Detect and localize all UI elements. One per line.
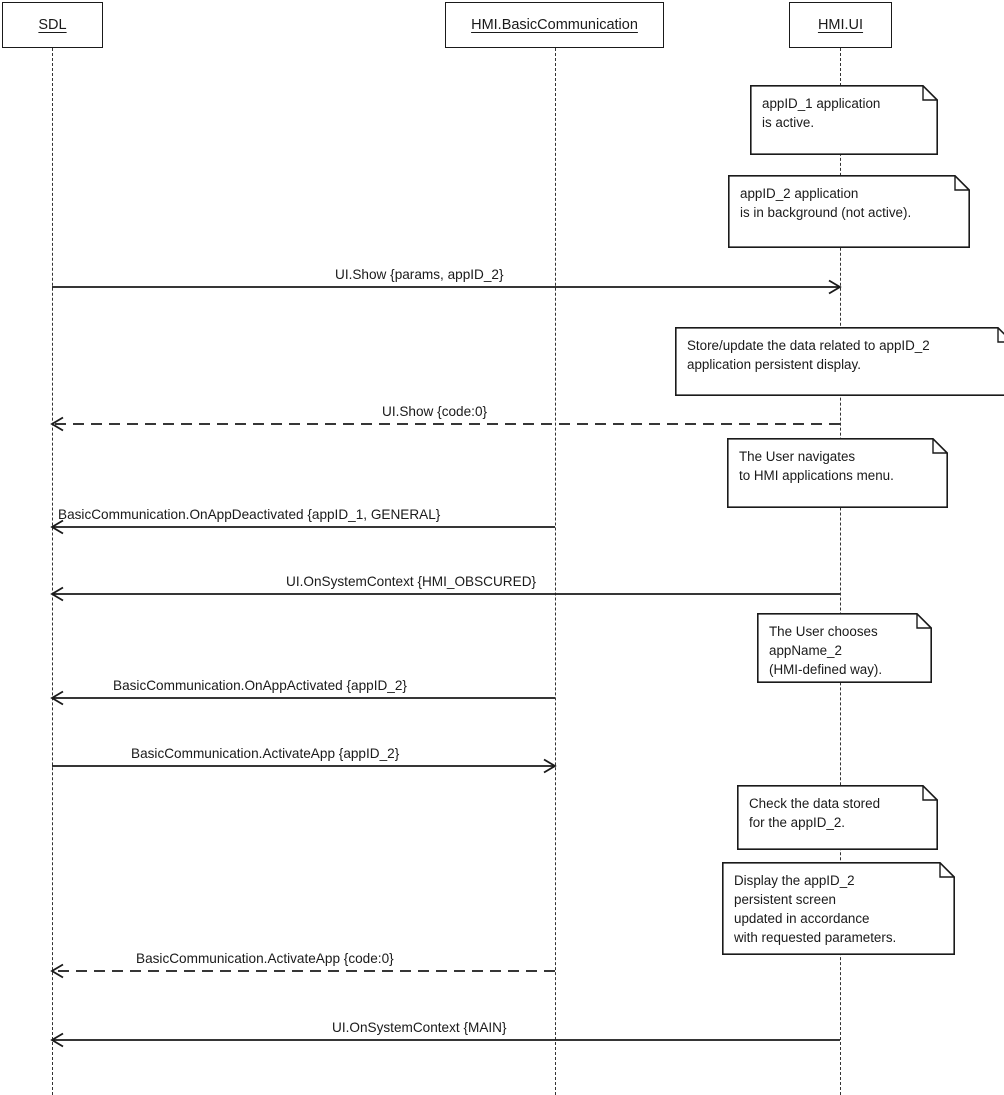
participant-label: SDL <box>38 16 67 33</box>
note-shape <box>722 862 955 955</box>
msg-activateapp-response[interactable]: BasicCommunication.ActivateApp {code:0} <box>0 947 1004 981</box>
participant-label: HMI.BasicCommunication <box>471 16 638 33</box>
arrowhead <box>50 963 64 979</box>
message-label: UI.Show {code:0} <box>382 404 488 420</box>
msg-activateapp-request[interactable]: BasicCommunication.ActivateApp {appID_2} <box>0 742 1004 776</box>
msg-onsystemcontext-obscured[interactable]: UI.OnSystemContext {HMI_OBSCURED} <box>0 570 1004 604</box>
participant-label: HMI.UI <box>817 16 864 33</box>
msg-ui-show-response[interactable]: UI.Show {code:0} <box>0 400 1004 434</box>
message-label: UI.OnSystemContext {HMI_OBSCURED} <box>286 574 537 590</box>
arrowhead <box>828 279 842 295</box>
message-label: BasicCommunication.ActivateApp {appID_2} <box>131 746 400 762</box>
arrowhead <box>50 586 64 602</box>
message-arrow <box>50 690 555 706</box>
arrowhead <box>543 758 557 774</box>
message-label: BasicCommunication.OnAppDeactivated {app… <box>58 507 441 523</box>
msg-onappactivated[interactable]: BasicCommunication.OnAppActivated {appID… <box>0 674 1004 708</box>
note-text: The User navigates to HMI applications m… <box>739 449 894 483</box>
message-arrow <box>50 963 555 979</box>
message-arrow <box>50 416 840 432</box>
note-shape <box>727 438 948 508</box>
note-text: appID_2 application is in background (no… <box>740 186 912 220</box>
note-user-navigates: The User navigates to HMI applications m… <box>727 438 948 508</box>
message-arrow <box>52 758 557 774</box>
arrowhead <box>50 416 64 432</box>
note-user-chooses: The User chooses appName_2 (HMI-defined … <box>757 613 932 683</box>
note-text: Check the data stored for the appID_2. <box>749 796 881 830</box>
message-label: BasicCommunication.OnAppActivated {appID… <box>113 678 407 694</box>
participant-box-hmibc[interactable]: HMI.BasicCommunication <box>445 2 664 48</box>
message-arrow <box>50 586 840 602</box>
lifeline-sdl <box>52 48 53 1095</box>
lifeline-hmiui <box>840 48 841 1095</box>
msg-ui-show-request[interactable]: UI.Show {params, appID_2} <box>0 263 1004 297</box>
note-check-data: Check the data stored for the appID_2. <box>737 785 938 850</box>
message-label: UI.Show {params, appID_2} <box>335 267 504 283</box>
msg-onsystemcontext-main[interactable]: UI.OnSystemContext {MAIN} <box>0 1016 1004 1050</box>
participant-box-sdl[interactable]: SDL <box>2 2 103 48</box>
note-text: Store/update the data related to appID_2… <box>687 338 930 372</box>
note-store-update: Store/update the data related to appID_2… <box>675 327 1004 396</box>
note-shape <box>728 175 970 248</box>
note-shape <box>750 85 938 155</box>
note-text: Display the appID_2 persistent screen up… <box>734 873 897 945</box>
note-shape <box>675 327 1004 396</box>
message-label: UI.OnSystemContext {MAIN} <box>332 1020 507 1036</box>
arrowhead <box>50 1032 64 1048</box>
note-text: appID_1 application is active. <box>762 96 881 130</box>
note-shape <box>757 613 932 683</box>
arrowhead <box>50 690 64 706</box>
message-arrow <box>50 1032 840 1048</box>
message-label: BasicCommunication.ActivateApp {code:0} <box>136 951 394 967</box>
lifeline-hmibc <box>555 48 556 1095</box>
note-appid2-background: appID_2 application is in background (no… <box>728 175 970 248</box>
msg-onappdeactivated[interactable]: BasicCommunication.OnAppDeactivated {app… <box>0 503 1004 537</box>
note-display-persistent: Display the appID_2 persistent screen up… <box>722 862 955 955</box>
arrowhead <box>50 519 64 535</box>
note-text: The User chooses appName_2 (HMI-defined … <box>769 624 883 677</box>
message-arrow <box>52 279 842 295</box>
message-arrow <box>50 519 555 535</box>
note-shape <box>737 785 938 850</box>
participant-box-hmiui[interactable]: HMI.UI <box>789 2 892 48</box>
note-appid1-active: appID_1 application is active. <box>750 85 938 155</box>
